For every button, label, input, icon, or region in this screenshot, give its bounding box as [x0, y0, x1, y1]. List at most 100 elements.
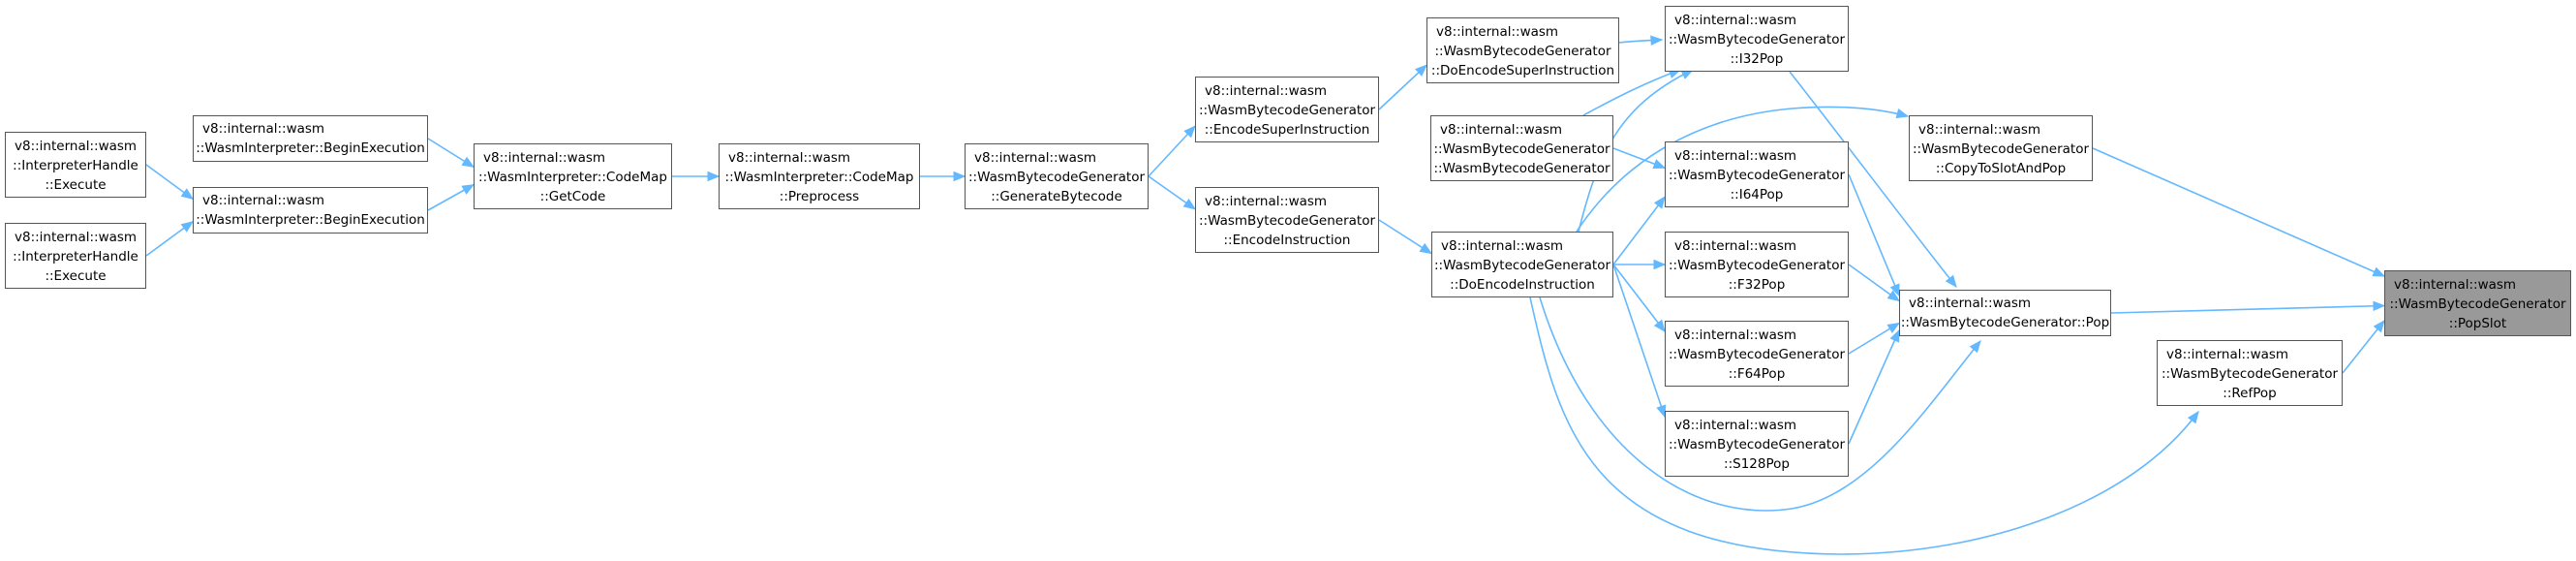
- edge-beginexec2-to-getcode-arrowhead: [461, 184, 475, 195]
- edge-refpop-to-popslot: [2342, 320, 2385, 374]
- node-label-line: ::WasmBytecodeGenerator::Pop: [1900, 315, 2110, 330]
- node-preprocess[interactable]: v8::internal::wasm::WasmInterpreter::Cod…: [719, 143, 920, 209]
- node-label-line: v8::internal::wasm: [1205, 83, 1328, 99]
- node-label-line: ::WasmBytecodeGenerator: [1199, 103, 1375, 118]
- node-label-line: v8::internal::wasm: [1674, 148, 1797, 164]
- edge-doencodeinstr-to-s128pop: [1612, 264, 1666, 418]
- node-label-line: ::WasmBytecodeGenerator: [1669, 32, 1845, 47]
- node-label-line: ::WasmBytecodeGenerator: [968, 170, 1145, 185]
- node-label-line: ::DoEncodeSuperInstruction: [1430, 63, 1615, 78]
- node-label-line: ::I64Pop: [1730, 187, 1784, 203]
- edge-getcode-to-preprocess-arrowhead: [707, 171, 721, 182]
- edge-beginexec1-to-getcode-arrowhead: [461, 156, 475, 168]
- node-label-line: ::Preprocess: [779, 189, 860, 204]
- node-i32pop[interactable]: v8::internal::wasm::WasmBytecodeGenerato…: [1665, 6, 1849, 72]
- edge-ctor-to-i32pop: [1582, 69, 1681, 116]
- node-encodesuper[interactable]: v8::internal::wasm::WasmBytecodeGenerato…: [1195, 77, 1379, 142]
- node-label-line: ::WasmBytecodeGenerator: [2389, 296, 2566, 312]
- edge-i32pop-to-pop: [1789, 71, 1957, 288]
- node-label-line: ::WasmBytecodeGenerator: [1913, 141, 2089, 157]
- edge-i32pop-to-pop-arrowhead: [1945, 274, 1957, 289]
- node-f64pop[interactable]: v8::internal::wasm::WasmBytecodeGenerato…: [1665, 321, 1849, 387]
- node-label-line: v8::internal::wasm: [2394, 277, 2517, 293]
- edge-execute1-to-beginexec2-arrowhead: [180, 188, 195, 201]
- node-label-line: ::PopSlot: [2448, 316, 2507, 331]
- node-label-line: v8::internal::wasm: [15, 139, 138, 154]
- edge-generatebytecode-to-encodeinstr-arrowhead: [1182, 198, 1197, 210]
- node-label-line: v8::internal::wasm: [974, 150, 1097, 166]
- edge-doencodeinstr-to-f32pop-arrowhead: [1653, 259, 1667, 270]
- node-label-line: ::CopyToSlotAndPop: [1935, 161, 2067, 176]
- node-copytoslotandpop[interactable]: v8::internal::wasm::WasmBytecodeGenerato…: [1909, 115, 2093, 181]
- node-label-line: ::InterpreterHandle: [13, 249, 138, 265]
- node-label-line: ::WasmBytecodeGenerator: [2162, 366, 2338, 382]
- node-i64pop[interactable]: v8::internal::wasm::WasmBytecodeGenerato…: [1665, 141, 1849, 207]
- node-label-line: v8::internal::wasm: [1436, 24, 1559, 40]
- node-label-line: ::S128Pop: [1724, 456, 1790, 472]
- node-label-line: ::WasmInterpreter::CodeMap: [724, 170, 914, 185]
- edge-preprocess-to-generatebytecode-arrowhead: [953, 171, 966, 182]
- edge-ctor-to-i64pop-arrowhead: [1652, 159, 1667, 170]
- node-label-line: ::DoEncodeInstruction: [1450, 277, 1595, 293]
- edge-refpop-to-popslot-arrowhead: [2373, 319, 2385, 333]
- edge-doencodeinstr-to-f64pop-arrowhead: [1653, 319, 1666, 333]
- edge-s128pop-to-pop: [1848, 329, 1900, 445]
- edge-generatebytecode-to-encodesuper-arrowhead: [1183, 125, 1196, 139]
- edge-doencodeinstr-to-copytoslotandpop: [1576, 106, 1909, 233]
- node-doencodesuper[interactable]: v8::internal::wasm::WasmBytecodeGenerato…: [1426, 17, 1619, 83]
- node-ctor[interactable]: v8::internal::wasm::WasmBytecodeGenerato…: [1430, 115, 1613, 181]
- edge-doencodeinstr-to-i64pop-arrowhead: [1653, 196, 1666, 209]
- node-getcode[interactable]: v8::internal::wasm::WasmInterpreter::Cod…: [474, 143, 672, 209]
- node-s128pop[interactable]: v8::internal::wasm::WasmBytecodeGenerato…: [1665, 411, 1849, 477]
- edge-doencodeinstr-to-pop: [1539, 296, 1981, 512]
- node-f32pop[interactable]: v8::internal::wasm::WasmBytecodeGenerato…: [1665, 232, 1849, 297]
- node-label-line: v8::internal::wasm: [202, 121, 325, 137]
- edge-execute2-to-beginexec2-arrowhead: [180, 220, 195, 233]
- edge-s128pop-to-pop-arrowhead: [1889, 328, 1900, 343]
- node-generatebytecode[interactable]: v8::internal::wasm::WasmBytecodeGenerato…: [965, 143, 1149, 209]
- edge-doencodeinstr-to-f64pop: [1612, 264, 1666, 332]
- node-label-line: ::WasmBytecodeGenerator: [1669, 168, 1845, 183]
- node-label-line: ::F64Pop: [1728, 366, 1786, 382]
- node-beginexec1[interactable]: v8::internal::wasm::WasmInterpreter::Beg…: [193, 115, 428, 162]
- edge-doencodesuper-to-i32pop-arrowhead: [1650, 35, 1664, 46]
- node-label-line: v8::internal::wasm: [1441, 238, 1564, 254]
- edge-i64pop-to-pop: [1848, 173, 1900, 296]
- edge-pop-to-popslot: [2110, 304, 2385, 314]
- node-pop[interactable]: v8::internal::wasm::WasmBytecodeGenerato…: [1899, 290, 2111, 336]
- edge-copytoslotandpop-to-popslot: [2092, 147, 2385, 277]
- node-label-line: ::F32Pop: [1728, 277, 1786, 293]
- edge-encodeinstr-to-doencodeinstr-arrowhead: [1419, 242, 1433, 255]
- node-beginexec2[interactable]: v8::internal::wasm::WasmInterpreter::Beg…: [193, 187, 428, 234]
- node-label-line: ::Execute: [45, 268, 107, 284]
- node-label-line: v8::internal::wasm: [483, 150, 606, 166]
- node-label-line: v8::internal::wasm: [1205, 194, 1328, 209]
- node-label-line: v8::internal::wasm: [1918, 122, 2041, 138]
- node-label-line: v8::internal::wasm: [15, 230, 138, 245]
- edge-doencodeinstr-to-i64pop: [1612, 196, 1666, 265]
- node-label-line: v8::internal::wasm: [1440, 122, 1563, 138]
- node-doencodeinstr[interactable]: v8::internal::wasm::WasmBytecodeGenerato…: [1431, 232, 1613, 297]
- node-execute1[interactable]: v8::internal::wasm::InterpreterHandle::E…: [5, 132, 146, 198]
- node-label-line: ::WasmBytecodeGenerator: [1199, 213, 1375, 229]
- node-label-line: v8::internal::wasm: [1909, 296, 2032, 311]
- edge-doencodeinstr-to-i32pop: [1578, 69, 1694, 233]
- node-label-line: ::WasmBytecodeGenerator: [1433, 161, 1610, 176]
- node-label-line: ::WasmInterpreter::BeginExecution: [196, 212, 425, 228]
- node-label-line: ::RefPop: [2223, 386, 2277, 401]
- edge-doencodeinstr-to-refpop: [1529, 296, 2199, 555]
- node-label-line: ::EncodeSuperInstruction: [1204, 122, 1370, 138]
- node-encodeinstr[interactable]: v8::internal::wasm::WasmBytecodeGenerato…: [1195, 187, 1379, 253]
- node-label-line: ::Execute: [45, 177, 107, 193]
- node-execute2[interactable]: v8::internal::wasm::InterpreterHandle::E…: [5, 223, 146, 289]
- edge-doencodeinstr-to-copytoslotandpop-arrowhead: [1895, 108, 1910, 119]
- node-label-line: ::GenerateBytecode: [991, 189, 1122, 204]
- node-popslot: v8::internal::wasm::WasmBytecodeGenerato…: [2384, 270, 2571, 336]
- node-label-line: ::WasmBytecodeGenerator: [1434, 44, 1611, 59]
- node-label-line: ::WasmInterpreter::CodeMap: [478, 170, 667, 185]
- node-refpop[interactable]: v8::internal::wasm::WasmBytecodeGenerato…: [2157, 340, 2343, 406]
- node-label-line: ::WasmBytecodeGenerator: [1434, 258, 1610, 273]
- node-label-line: v8::internal::wasm: [728, 150, 851, 166]
